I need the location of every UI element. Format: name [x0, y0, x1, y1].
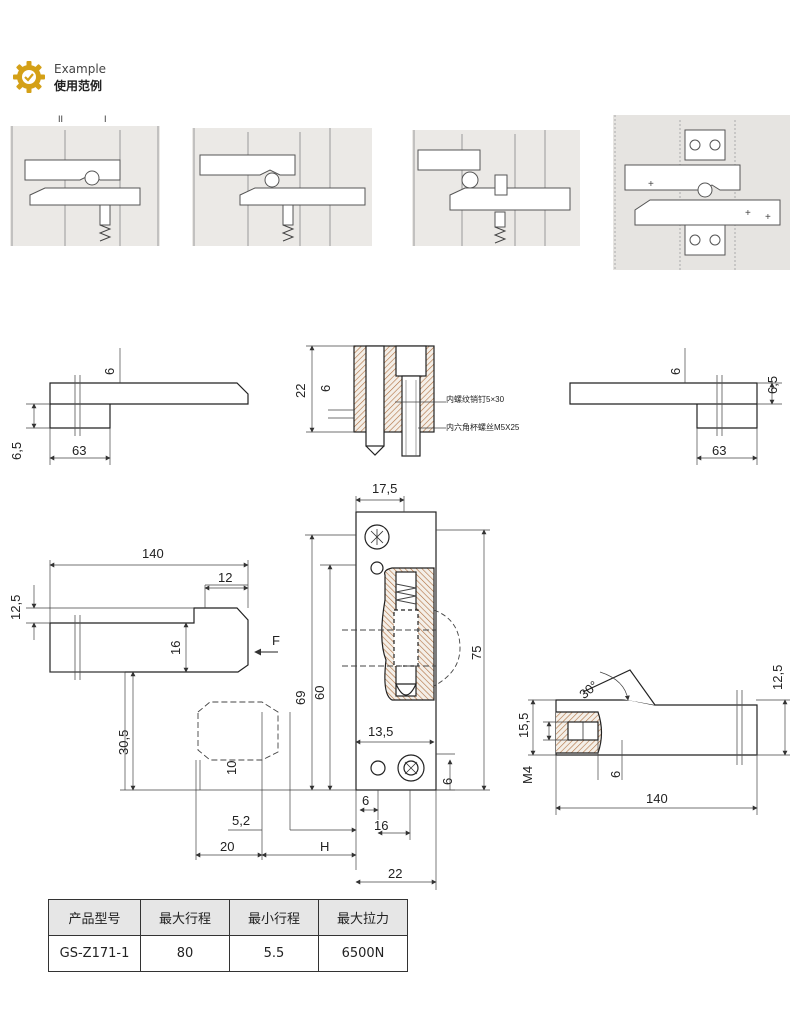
svg-text:+: +	[765, 212, 771, 223]
gear-check-icon	[13, 61, 45, 93]
dim-latch-tip: 12	[218, 570, 232, 585]
spec-cell-max-force: 6500N	[318, 935, 408, 972]
dim-latch-step: 16	[168, 641, 183, 655]
example-header: Example 使用范例	[12, 60, 212, 96]
dim-latch-6: 6	[608, 771, 623, 778]
table-row: GS-Z171-1 80 5.5 6500N	[48, 935, 408, 972]
example-panel-3	[412, 130, 580, 246]
dim-latch-m4: M4	[520, 766, 535, 784]
dim-side-right-top: 6	[668, 368, 683, 375]
dim-latch-length: 140	[142, 546, 164, 561]
spec-header-min-stroke: 最小行程	[229, 899, 319, 936]
dim-side-right-right: 6,5	[765, 376, 780, 394]
spec-cell-max-stroke: 80	[140, 935, 230, 972]
dim-side-left-left: 6,5	[9, 442, 24, 460]
svg-text:+: +	[648, 179, 654, 190]
dim-plate-width: 17,5	[372, 481, 397, 496]
dim-latch-height: 12,5	[8, 595, 23, 620]
panel-label-i: I	[104, 114, 107, 124]
panel-label-ii: II	[58, 114, 63, 124]
callout-pin: 内螺纹销钉5×30	[446, 394, 505, 404]
dim-plate-69: 69	[293, 691, 308, 705]
dim-section-height: 22	[293, 384, 308, 398]
latch-plan-view	[26, 560, 279, 791]
dim-latch-12-5: 12,5	[770, 665, 785, 690]
dim-plate-75: 75	[469, 646, 484, 660]
spec-header-model: 产品型号	[48, 899, 141, 936]
example-panel-4: + + +	[613, 115, 790, 270]
dim-plate-6-bottom: 6	[362, 793, 369, 808]
dim-latch-angle: 30°	[576, 678, 601, 702]
spec-cell-model: GS-Z171-1	[48, 935, 141, 972]
spec-table-header-row: 产品型号 最大行程 最小行程 最大拉力	[48, 899, 408, 936]
example-panel-2	[192, 128, 372, 246]
spec-table: 产品型号 最大行程 最小行程 最大拉力 GS-Z171-1 80 5.5 650…	[48, 899, 408, 972]
dim-side-left-bottom: 63	[72, 443, 86, 458]
dim-latch-140: 140	[646, 791, 668, 806]
example-panel-1	[10, 126, 160, 246]
svg-text:+: +	[745, 208, 751, 219]
dim-side-left-top: 6	[102, 368, 117, 375]
spec-header-max-stroke: 最大行程	[140, 899, 230, 936]
side-view-right	[569, 348, 782, 465]
dim-section-offset: 6	[318, 385, 333, 392]
dim-plate-22: 22	[388, 866, 402, 881]
dim-plate-5-2: 5,2	[232, 813, 250, 828]
dim-plate-20: 20	[220, 839, 234, 854]
technical-drawing: II I + + +	[8, 114, 790, 890]
dim-plate-13-5: 13,5	[368, 724, 393, 739]
section-view	[306, 345, 446, 457]
dim-plate-6-right: 6	[440, 778, 455, 785]
header-title-en: Example	[54, 62, 107, 76]
dim-latch-extend: 30,5	[116, 730, 131, 755]
callout-screw: 内六角杯螺丝M5X25	[446, 422, 520, 432]
dim-plate-h: H	[320, 839, 329, 854]
spec-header-max-force: 最大拉力	[318, 899, 408, 936]
dim-side-right-bottom: 63	[712, 443, 726, 458]
base-plate-view	[190, 496, 490, 890]
dim-latch-15-5: 15,5	[516, 713, 531, 738]
side-view-left	[26, 348, 249, 465]
dim-plate-16: 16	[374, 818, 388, 833]
latch-side-view	[528, 669, 790, 815]
header-title-zh: 使用范例	[54, 79, 103, 93]
force-label: F	[272, 633, 280, 648]
dim-plate-10: 10	[224, 761, 239, 775]
dim-plate-60: 60	[312, 686, 327, 700]
spec-cell-min-stroke: 5.5	[229, 935, 319, 972]
